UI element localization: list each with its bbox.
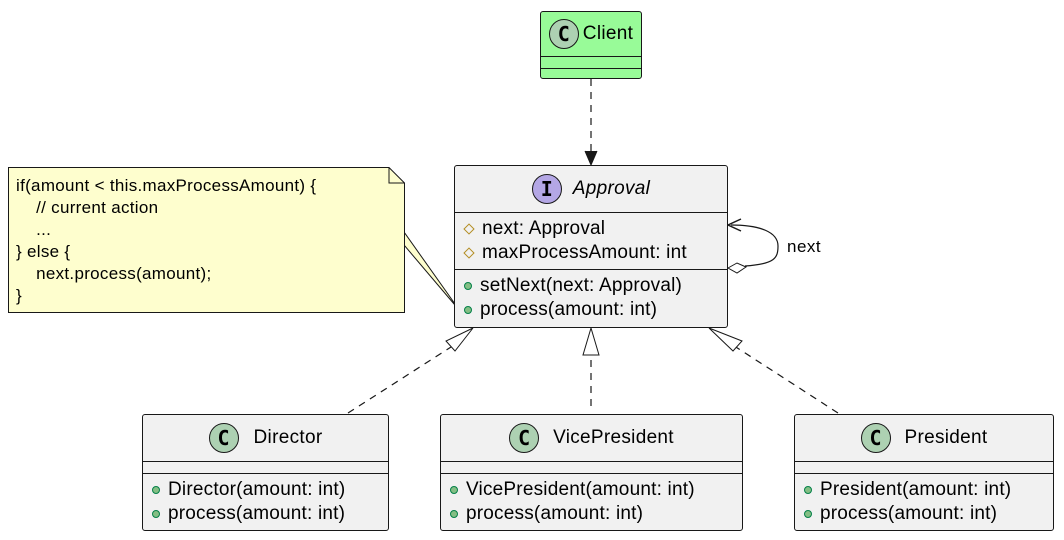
director-fields-separator (143, 461, 388, 462)
method-row: process(amount: int) (441, 502, 742, 526)
director-realization-arrowhead (445, 327, 474, 352)
method-text: President(amount: int) (820, 479, 1012, 500)
method-text: process(amount: int) (820, 503, 998, 524)
director-class[interactable]: C Director Director(amount: int) process… (142, 414, 389, 531)
note-shape (8, 167, 405, 313)
interface-name: Approval (572, 178, 651, 199)
field-row: next: Approval (455, 217, 727, 241)
client-methods-separator (541, 68, 641, 69)
public-visibility-icon (464, 282, 472, 290)
method-text: Director(amount: int) (168, 479, 346, 500)
approval-interface-header: I Approval (455, 166, 727, 212)
public-visibility-icon (152, 486, 160, 494)
method-text: process(amount: int) (466, 503, 644, 524)
client-fields-separator (541, 56, 641, 57)
method-row: President(amount: int) (795, 478, 1053, 502)
class-stereotype-icon: C (860, 423, 891, 453)
implementation-note: if(amount < this.maxProcessAmount) { // … (8, 167, 405, 313)
self-association-label: next (787, 237, 822, 256)
class-stereotype-icon: C (208, 423, 239, 453)
director-methods-separator (143, 473, 388, 474)
director-class-header: C Director (143, 415, 388, 461)
next-self-association (730, 224, 779, 267)
interface-stereotype-icon: I (531, 174, 562, 204)
approval-methods-separator (455, 269, 727, 270)
president-class-header: C President (795, 415, 1053, 461)
field-text: maxProcessAmount: int (482, 242, 687, 263)
class-name: VicePresident (553, 427, 674, 448)
president-methods-separator (795, 473, 1053, 474)
public-visibility-icon (450, 510, 458, 518)
class-stereotype-icon: C (509, 423, 540, 453)
method-row: Director(amount: int) (143, 478, 388, 502)
method-row: VicePresident(amount: int) (441, 478, 742, 502)
note-text: if(amount < this.maxProcessAmount) { // … (16, 176, 317, 305)
public-visibility-icon (804, 486, 812, 494)
public-visibility-icon (152, 510, 160, 518)
vicepresident-class[interactable]: C VicePresident VicePresident(amount: in… (440, 414, 743, 531)
approval-fields-separator (455, 212, 727, 213)
vicepresident-fields-separator (441, 461, 742, 462)
public-visibility-icon (464, 306, 472, 314)
field-row: maxProcessAmount: int (455, 241, 727, 265)
method-row: process(amount: int) (143, 502, 388, 526)
next-arrowhead (726, 218, 742, 232)
president-realization-line (724, 339, 839, 414)
protected-visibility-icon (463, 247, 475, 259)
class-stereotype-icon: C (548, 19, 579, 49)
vicepresident-class-header: C VicePresident (441, 415, 742, 461)
vicepresident-realization-arrowhead (582, 326, 600, 356)
president-realization-arrowhead (708, 327, 743, 352)
president-class[interactable]: C President President(amount: int) proce… (794, 414, 1054, 531)
note-connector (403, 230, 461, 312)
method-row: process(amount: int) (795, 502, 1053, 526)
public-visibility-icon (450, 486, 458, 494)
method-text: VicePresident(amount: int) (466, 479, 695, 500)
class-name: Director (253, 427, 323, 448)
client-class[interactable]: C Client (540, 11, 642, 79)
class-name: Client (582, 23, 634, 44)
method-text: process(amount: int) (168, 503, 346, 524)
protected-visibility-icon (463, 223, 475, 235)
public-visibility-icon (804, 510, 812, 518)
client-class-header: C Client (541, 12, 641, 56)
method-text: setNext(next: Approval) (480, 275, 683, 296)
method-row: setNext(next: Approval) (455, 274, 727, 298)
method-text: process(amount: int) (480, 299, 658, 320)
vicepresident-methods-separator (441, 473, 742, 474)
president-fields-separator (795, 461, 1053, 462)
director-realization-line (347, 339, 463, 414)
next-aggregation-diamond (726, 262, 748, 274)
method-row: process(amount: int) (455, 298, 727, 322)
approval-interface[interactable]: I Approval next: Approval maxProcessAmou… (454, 165, 728, 328)
class-name: President (904, 427, 988, 448)
client-dependency-arrowhead (584, 150, 598, 167)
field-text: next: Approval (482, 218, 606, 239)
